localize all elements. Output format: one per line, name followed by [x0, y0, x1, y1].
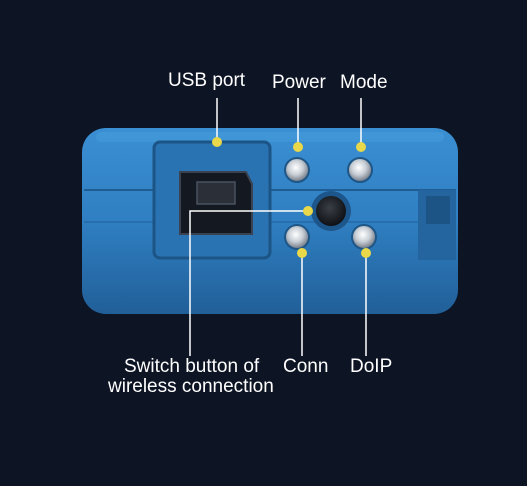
callout-lines [189, 98, 367, 356]
mode-label: Mode [340, 72, 388, 93]
switch-callout-line [189, 210, 308, 356]
usb-port-label: USB port [168, 70, 246, 91]
power-label: Power [272, 72, 326, 93]
usb-port-inner [196, 181, 236, 205]
device-notch-inner [426, 196, 450, 224]
switch-button-label-line2: wireless connection [108, 376, 274, 397]
power-led-icon [284, 157, 310, 183]
power-callout-dot [293, 142, 303, 152]
conn-led-icon [284, 224, 310, 250]
usb-callout-dot [212, 137, 222, 147]
doip-callout-dot [361, 248, 371, 258]
switch-button-label-line1: Switch button of [124, 356, 260, 377]
conn-label: Conn [283, 356, 329, 377]
switch-callout-dot [303, 206, 313, 216]
device-top-bevel [96, 132, 444, 142]
mode-led-icon [347, 157, 373, 183]
callout-dots [212, 137, 371, 258]
switch-button-icon [316, 196, 346, 226]
conn-callout-dot [297, 248, 307, 258]
doip-label: DoIP [350, 356, 393, 377]
mode-callout-dot [356, 142, 366, 152]
doip-led-icon [351, 224, 377, 250]
